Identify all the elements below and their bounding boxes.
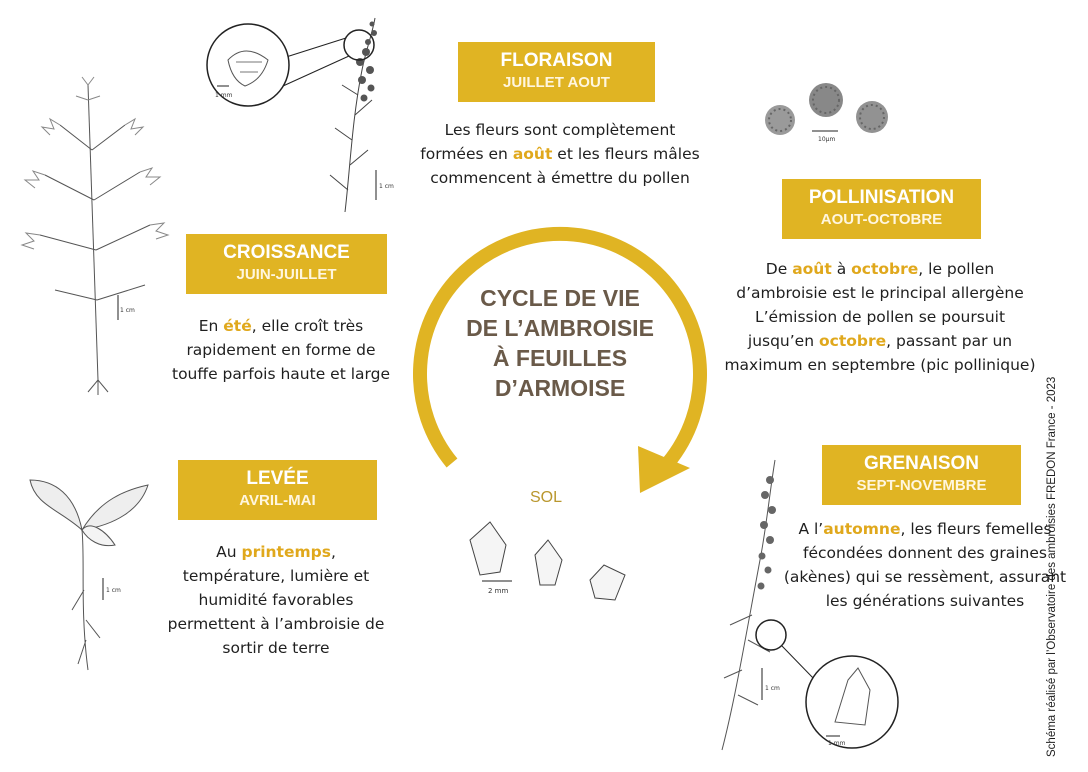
description-line: humidité favorables	[150, 588, 402, 612]
seed-stem-illustration	[721, 459, 899, 751]
seedling-illustration	[29, 479, 149, 671]
description-line: De août à octobre, le pollen	[708, 257, 1052, 281]
description-text: les générations suivantes	[825, 592, 1025, 610]
scale-flower-detail: 1 mm	[215, 92, 233, 99]
stage-croissance-description: En été, elle croît très rapidement en for…	[150, 314, 412, 386]
description-line: L’émission de pollen se poursuit	[708, 305, 1052, 329]
description-line: A l’automne, les fleurs femelles	[764, 517, 1086, 541]
description-line: les générations suivantes	[764, 589, 1086, 613]
description-text: touffe parfois haute et large	[172, 365, 390, 383]
description-line: (akènes) qui se ressèment, assurant	[764, 565, 1086, 589]
description-line: En été, elle croît très	[150, 314, 412, 338]
description-text: A l’	[798, 520, 824, 538]
description-line: permettent à l’ambroisie de	[150, 612, 402, 636]
scale-flower-stem: 1 cm	[379, 183, 394, 190]
description-text: jusqu’en	[747, 332, 819, 350]
stage-floraison-name: FLORAISON	[500, 50, 613, 71]
scale-big-plant: 1 cm	[120, 307, 135, 314]
highlight-word: août	[512, 145, 553, 163]
flowering-stem-illustration	[206, 17, 377, 213]
description-line: commencent à émettre du pollen	[400, 166, 720, 190]
stage-croissance-name: CROISSANCE	[223, 242, 350, 263]
description-text: rapidement en forme de	[186, 341, 376, 359]
description-line: touffe parfois haute et large	[150, 362, 412, 386]
mature-plant-illustration	[20, 76, 170, 395]
description-text: , passant par un	[886, 332, 1013, 350]
description-line: d’ambroisie est le principal allergène	[708, 281, 1052, 305]
scale-seeds: 2 mm	[488, 587, 508, 595]
description-text: et les fleurs mâles	[552, 145, 700, 163]
description-text: , les fleurs femelles	[900, 520, 1052, 538]
description-text: De	[765, 260, 793, 278]
stage-croissance-period: JUIN-JUILLET	[236, 266, 337, 283]
description-text: commencent à émettre du pollen	[430, 169, 690, 187]
stage-pollinisation-label: POLLINISATION AOUT-OCTOBRE	[782, 179, 981, 239]
scale-seedling: 1 cm	[106, 587, 121, 594]
stage-pollinisation-period: AOUT-OCTOBRE	[820, 211, 943, 228]
cycle-arrow	[413, 227, 707, 493]
stage-floraison-label: FLORAISON JUILLET AOUT	[458, 42, 655, 102]
highlight-word: printemps	[241, 543, 331, 561]
description-text: , le pollen	[918, 260, 995, 278]
description-line: rapidement en forme de	[150, 338, 412, 362]
highlight-word: été	[223, 317, 252, 335]
stage-levee-period: AVRIL-MAI	[239, 492, 316, 509]
highlight-word: octobre	[851, 260, 919, 278]
stage-grenaison-period: SEPT-NOVEMBRE	[856, 477, 987, 494]
description-text: maximum en septembre (pic pollinique)	[724, 356, 1036, 374]
stage-grenaison-description: A l’automne, les fleurs femelles fécondée…	[764, 517, 1086, 613]
cycle-title-line: CYCLE DE VIE	[480, 285, 640, 311]
description-text: fécondées donnent des graines	[803, 544, 1047, 562]
highlight-word: août	[792, 260, 832, 278]
stage-floraison-description: Les fleurs sont complètement formées en a…	[400, 118, 720, 190]
description-text: (akènes) qui se ressèment, assurant	[783, 568, 1067, 586]
scale-seed-stem: 1 cm	[765, 685, 780, 692]
cycle-title: CYCLE DE VIE DE L’AMBROISIE À FEUILLES D…	[455, 283, 665, 403]
highlight-word: octobre	[818, 332, 887, 350]
description-text: , elle croît très	[251, 317, 364, 335]
description-text: à	[831, 260, 852, 278]
highlight-word: automne	[823, 520, 901, 538]
description-text: En	[198, 317, 224, 335]
scale-seed-detail: 1 mm	[828, 740, 846, 747]
description-line: température, lumière et	[150, 564, 402, 588]
description-text: L’émission de pollen se poursuit	[754, 308, 1006, 326]
description-line: fécondées donnent des graines	[764, 541, 1086, 565]
cycle-title-line: DE L’AMBROISIE	[466, 315, 654, 341]
seeds-illustration	[469, 521, 626, 601]
description-line: Au printemps,	[150, 540, 402, 564]
stage-levee-name: LEVÉE	[246, 468, 309, 489]
stage-grenaison-name: GRENAISON	[863, 453, 980, 474]
description-line: maximum en septembre (pic pollinique)	[708, 353, 1052, 377]
description-text: d’ambroisie est le principal allergène	[736, 284, 1024, 302]
sol-label: SOL	[530, 489, 563, 506]
stage-levee-description: Au printemps, température, lumière et humi…	[150, 540, 402, 660]
description-line: jusqu’en octobre, passant par un	[708, 329, 1052, 353]
description-text: ,	[330, 543, 336, 561]
stage-pollinisation-name: POLLINISATION	[808, 187, 955, 208]
pollen-illustration	[765, 83, 888, 135]
cycle-arrow-head	[638, 446, 690, 493]
description-line: Les fleurs sont complètement	[400, 118, 720, 142]
description-line: formées en août et les fleurs mâles	[400, 142, 720, 166]
description-text: formées en	[420, 145, 513, 163]
description-line: sortir de terre	[150, 636, 402, 660]
stage-grenaison-label: GRENAISON SEPT-NOVEMBRE	[822, 445, 1021, 505]
credit-text: Schéma réalisé par l’Observatoire des am…	[1046, 376, 1058, 757]
stage-floraison-period: JUILLET AOUT	[503, 74, 610, 91]
description-text: Au	[216, 543, 242, 561]
description-text: Les fleurs sont complètement	[444, 121, 676, 139]
cycle-title-line: D’ARMOISE	[494, 375, 626, 401]
stage-croissance-label: CROISSANCE JUIN-JUILLET	[186, 234, 387, 294]
description-text: sortir de terre	[222, 639, 330, 657]
stage-levee-label: LEVÉE AVRIL-MAI	[178, 460, 377, 520]
description-text: permettent à l’ambroisie de	[167, 615, 385, 633]
description-text: humidité favorables	[198, 591, 354, 609]
description-text: température, lumière et	[182, 567, 370, 585]
scale-pollen: 10µm	[818, 136, 835, 143]
cycle-title-line: À FEUILLES	[492, 345, 628, 371]
